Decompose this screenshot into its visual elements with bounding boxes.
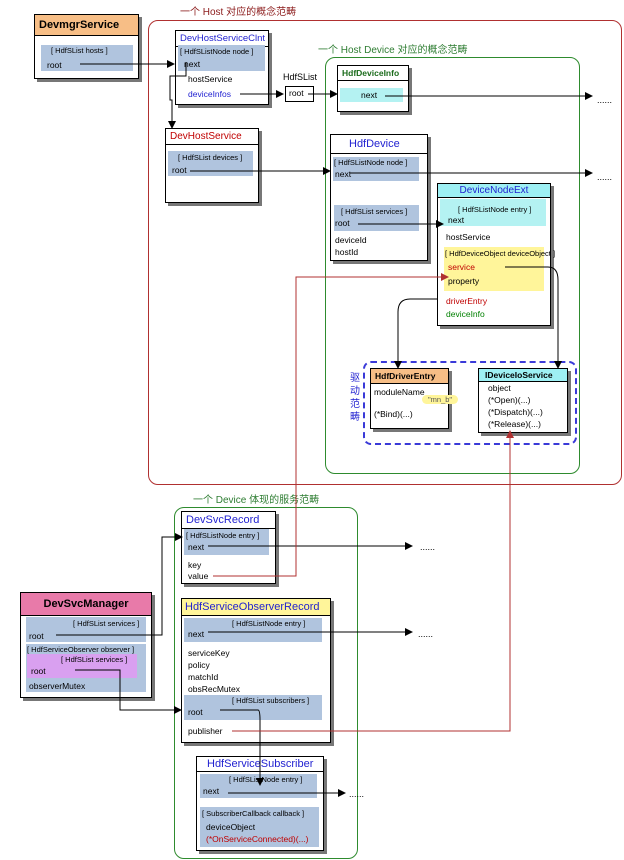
driverentry-arrow [394,298,437,369]
subscriber-next-field: next [203,786,220,796]
devhost-devices-list: [ HdfSList devices ] [178,153,243,162]
hdfdevice-services-list: [ HdfSList services ] [341,207,408,216]
obsrecord-root-field: root [188,707,203,717]
hdfdevice-node-field: [ HdfSListNode node ] [334,158,408,167]
hdf-service-observer-record-box: HdfServiceObserverRecord [ HdfSListNode … [181,598,331,743]
dev-svc-manager-box: DevSvcManager [ HdfSList services ] root… [20,592,152,698]
nodeext-service-field: service [448,262,475,272]
ellipsis-hdfdevice: ...... [597,172,613,182]
hdf-driver-entry-box: HdfDriverEntry moduleName (*Bind)(...) [370,368,449,429]
svcmgr-observer-field: [ HdfServiceObserver observer ] [27,645,135,654]
svcrecord-node-field: [ HdfSListNode entry ] [186,531,260,540]
host-device-region-label: 一个 Host Device 对应的概念范畴 [318,45,468,56]
svcmgr-root-arrow [56,533,183,636]
ellipsis-svcrecord: ...... [420,542,436,552]
device-node-ext-box: DeviceNodeExt [ HdfSListNode entry ] nex… [437,183,555,326]
nodeext-deviceinfo-field: deviceInfo [446,309,485,319]
nodeext-driverentry-field: driverEntry [446,296,488,306]
service-arrow [505,266,562,369]
hdf-driver-entry-title: HdfDriverEntry [371,369,448,384]
hdf-device-info-box: HdfDeviceInfo next [337,65,409,112]
idevice-io-service-title: IDeviceIoService [479,369,567,382]
nodeext-property-field: property [448,276,480,286]
host-device-region [325,57,580,474]
nodeext-hostservice-field: hostService [446,232,491,242]
obsrecord-obsrecmutex-field: obsRecMutex [188,684,240,694]
hdfslist-label: HdfSList [283,72,318,82]
idevice-io-service-box: IDeviceIoService object (*Open)(...) (*D… [478,368,568,433]
subscriber-onconnected-field: (*OnServiceConnected)(...) [206,834,309,844]
driverentry-modulename-field: moduleName [374,387,425,397]
devhost-service-title: DevHostService [166,129,258,145]
observer-root-arrow [75,669,182,714]
host-region [148,20,622,485]
obsrecord-matchid-field: matchId [188,672,219,682]
devmgr-hosts-list: [ HdfSList hosts ] [51,46,108,55]
ioservice-dispatch-field: (*Dispatch)(...) [488,407,543,417]
device-node-ext-title: DeviceNodeExt [438,184,550,198]
hdfslist-root-field: root [289,88,304,98]
dev-svc-record-title: DevSvcRecord [182,512,275,529]
ioservice-release-field: (*Release)(...) [488,419,541,429]
ellipsis-devinfo: ...... [597,95,613,105]
hdf-device-box: HdfDevice [ HdfSListNode node ] next [ H… [330,134,428,261]
hdf-device-title: HdfDevice [331,135,427,154]
clnt-hostservice-field: hostService [188,74,233,84]
hdf-device-info-title: HdfDeviceInfo [338,66,408,81]
clnt-next-field: next [184,59,201,69]
obsrecord-policy-field: policy [188,660,210,670]
device-region-label: 一个 Device 体现的服务范畴 [193,495,320,506]
devmgr-root-field: root [47,60,62,70]
ellipsis-obsrecord: ...... [418,629,434,639]
devmgr-service-box: DevmgrService [ HdfSList hosts ] root [34,14,139,79]
svcmgr-mutex-field: observerMutex [29,681,86,691]
obsrecord-servicekey-field: serviceKey [188,648,230,658]
hdfdevice-next-field: next [335,169,352,179]
clnt-deviceinfos-field: deviceInfos [188,89,231,99]
driver-region-label: 驱动范畴 [350,373,360,423]
hdfdevice-root-field: root [335,218,350,228]
svcmgr-observer-root-field: root [31,666,46,676]
devinfo-next-field: next [361,90,378,100]
svcrecord-key-field: key [188,560,202,570]
nodeext-next-field: next [448,215,465,225]
hdfdevice-hostid-field: hostId [335,247,359,257]
svcmgr-observer-services-list: [ HdfSList services ] [61,655,128,664]
subscriber-node-field: [ HdfSListNode entry ] [229,775,303,784]
ellipsis-subscriber: ...... [349,789,365,799]
devhost-root-field: root [172,165,187,175]
obsrecord-node-field: [ HdfSListNode entry ] [232,619,306,628]
ioservice-open-field: (*Open)(...) [488,395,531,405]
devmgr-service-title: DevmgrService [35,15,138,36]
ioservice-object-field: object [488,383,511,393]
subscriber-callback-field: [ SubscriberCallback callback ] [202,809,305,818]
subscriber-deviceobject-field: deviceObject [206,822,256,832]
svcrecord-next-field: next [188,542,205,552]
clnt-node-field: [ HdfSListNode node ] [180,47,254,56]
hdfdevice-deviceid-field: deviceId [335,235,367,245]
device-region [174,507,358,859]
nodeext-node-field: [ HdfSListNode entry ] [458,205,532,214]
dev-svc-manager-title: DevSvcManager [21,593,151,616]
obsrecord-publisher-field: publisher [188,726,223,736]
obsrecord-next-field: next [188,629,205,639]
modulename-note: "mn_b" [422,395,459,404]
subscribers-root-arrow [220,709,264,786]
svcrecord-value-field: value [188,571,209,581]
devhost-service-clnt-box: DevHostServiceClnt [ HdfSListNode node ]… [175,30,269,105]
devhost-service-box: DevHostService [ HdfSList devices ] root [165,128,259,203]
clnt-next-arrow [168,62,187,129]
dev-svc-record-box: DevSvcRecord [ HdfSListNode entry ] next… [181,511,276,584]
host-region-label: 一个 Host 对应的概念范畴 [180,7,297,18]
nodeext-deviceobject-field: [ HdfDeviceObject deviceObject ] [445,249,556,258]
svcmgr-root-field: root [29,631,44,641]
publisher-to-ioservice-arrow [232,430,514,732]
hdf-service-observer-record-title: HdfServiceObserverRecord [182,599,330,616]
obsrecord-subscribers-list: [ HdfSList subscribers ] [232,696,310,705]
value-to-service-arrow [213,273,449,577]
svcmgr-services-list: [ HdfSList services ] [73,619,140,628]
driverentry-bind-field: (*Bind)(...) [374,409,413,419]
driver-region [363,361,577,445]
